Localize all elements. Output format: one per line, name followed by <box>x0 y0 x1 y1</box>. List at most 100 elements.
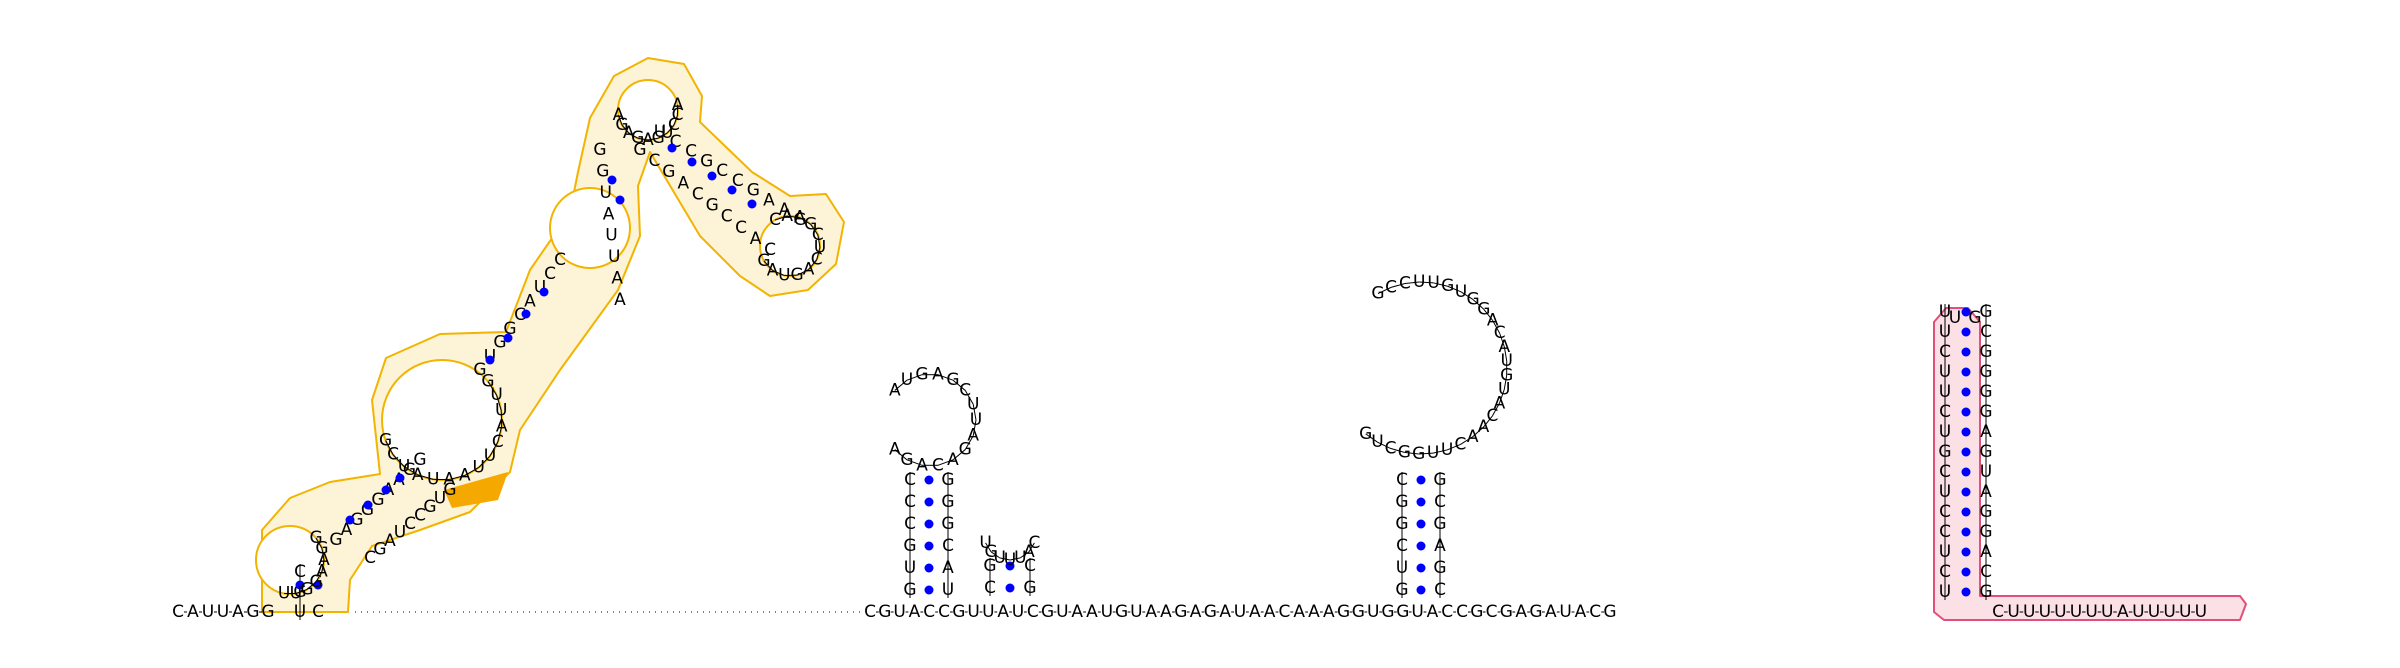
r1-arm-nucleotide: A <box>614 290 626 310</box>
base-pair-dot <box>1005 583 1015 593</box>
base-pair-dot <box>1961 547 1971 557</box>
base-pair-dot <box>1961 527 1971 537</box>
backbone-segment <box>1418 452 1434 455</box>
tail-nucleotide: A <box>187 602 199 622</box>
backbone-segment <box>617 115 623 126</box>
baseline-nucleotide: G <box>1352 602 1365 622</box>
backbone-segment <box>1483 415 1493 428</box>
r1-arm-nucleotide: G <box>700 151 713 171</box>
base-pair-dot <box>924 475 934 485</box>
base-pair-dot <box>503 333 513 343</box>
hp3-loop-nucleotide: A <box>1499 337 1511 357</box>
tail-nucleotide: U <box>2007 602 2019 622</box>
baseline-nucleotide: A <box>1190 602 1202 622</box>
hp2a-nucleotide: G <box>941 470 954 490</box>
base-pair-dot <box>485 355 495 365</box>
backbone-segment <box>1404 451 1419 455</box>
backbone-segment <box>796 269 809 276</box>
r1-arm-nucleotide: C <box>692 184 704 204</box>
baseline-nucleotide: U <box>982 602 994 622</box>
tail-nucleotide: C <box>1992 602 2004 622</box>
hp4-loop-nucleotide: U <box>1949 308 1961 328</box>
baseline-nucleotide: U <box>1367 602 1379 622</box>
highlight-region-1 <box>261 57 845 613</box>
baseline-nucleotide: A <box>1160 602 1172 622</box>
r1-arm-nucleotide: C <box>735 218 747 238</box>
backbone-segment <box>937 374 954 381</box>
r1-loop-nucleotide: G <box>309 528 322 548</box>
backbone-segment <box>1498 389 1505 404</box>
r1-stem-nucleotide: G <box>371 490 384 510</box>
baseline-nucleotide: C <box>1027 602 1039 622</box>
base-pair-dot <box>924 497 934 507</box>
baseline-nucleotide: U <box>967 602 979 622</box>
base-pair-dot <box>1961 367 1971 377</box>
r1-stem-nucleotide: G <box>373 540 386 560</box>
backbone-segment <box>1446 443 1461 451</box>
base-pair-dot <box>1961 327 1971 337</box>
r1-arm-nucleotide: U <box>605 226 617 246</box>
base-pair-dot <box>687 157 697 167</box>
backbone-segment <box>985 542 992 553</box>
r1-arm-nucleotide: U <box>608 247 620 267</box>
tail-nucleotide: U <box>2195 602 2207 622</box>
baseline-nucleotide: G <box>1470 602 1483 622</box>
base-pair-dot <box>1961 467 1971 477</box>
backbone-segment <box>774 215 788 221</box>
hp2a-loop-nucleotide: A <box>889 380 901 400</box>
backbone-segment <box>1503 375 1508 390</box>
baseline-nucleotide: A <box>1145 602 1157 622</box>
backbone-segment <box>1472 426 1484 438</box>
backbone-segment <box>817 234 821 248</box>
r1-arm-nucleotide: G <box>596 161 609 181</box>
baseline-nucleotide: A <box>1515 602 1527 622</box>
backbone-segment <box>658 132 668 139</box>
base-pair-dot <box>1416 497 1426 507</box>
base-pair-dot <box>1961 587 1971 597</box>
baseline-nucleotide: G <box>1500 602 1513 622</box>
baseline-nucleotide: A <box>1086 602 1098 622</box>
base-pair-dot <box>521 309 531 319</box>
tail-nucleotide: U <box>2070 602 2082 622</box>
backbone-segment <box>1028 542 1035 553</box>
backbone-segment <box>321 559 325 572</box>
backbone-segment <box>666 124 675 134</box>
backbone-segment <box>417 474 434 480</box>
backbone-segment <box>464 467 479 476</box>
r1-loop-nucleotide: A <box>767 260 779 280</box>
tail-nucleotide: U <box>202 602 214 622</box>
base-pair-dot <box>1416 563 1426 573</box>
hp3-loop-nucleotide: G <box>1371 284 1384 304</box>
baseline-nucleotide: G <box>1529 602 1542 622</box>
r1-stem-nucleotide: G <box>350 510 363 530</box>
baseline-nucleotide: G <box>1396 602 1409 622</box>
baseline-nucleotide: A <box>997 602 1009 622</box>
backbone-segment <box>489 441 499 457</box>
base-pair-dot <box>615 195 625 205</box>
backbone-segment <box>816 247 821 260</box>
backbone-segment <box>894 449 908 461</box>
baseline-nucleotide: C <box>1456 602 1468 622</box>
r1-arm-nucleotide: C <box>685 142 697 162</box>
r1-stem-nucleotide: C <box>514 305 526 325</box>
backbone-segment <box>295 588 308 594</box>
baseline-nucleotide: G <box>878 602 891 622</box>
baseline-nucleotide: G <box>1174 602 1187 622</box>
r1-stem-nucleotide: G <box>423 497 436 517</box>
base-pair-dot <box>1961 447 1971 457</box>
backbone-segment <box>496 394 502 411</box>
backbone-segment <box>952 449 966 461</box>
backbone-segment <box>637 137 649 141</box>
tail-nucleotide: A <box>2117 602 2129 622</box>
r1-stem-nucleotide: C <box>404 514 416 534</box>
base-pair-dot <box>295 580 305 590</box>
base-pair-dot <box>1416 519 1426 529</box>
baseline-nucleotide: A <box>1308 602 1320 622</box>
base-pair-dot <box>1961 487 1971 497</box>
r1-arm-nucleotide: A <box>603 204 615 224</box>
r1-stem-nucleotide: G <box>413 450 426 470</box>
r1-stem-nucleotide: U <box>434 489 446 509</box>
r1-arm-nucleotide: C <box>732 171 744 191</box>
backbone-segment <box>1404 281 1420 285</box>
